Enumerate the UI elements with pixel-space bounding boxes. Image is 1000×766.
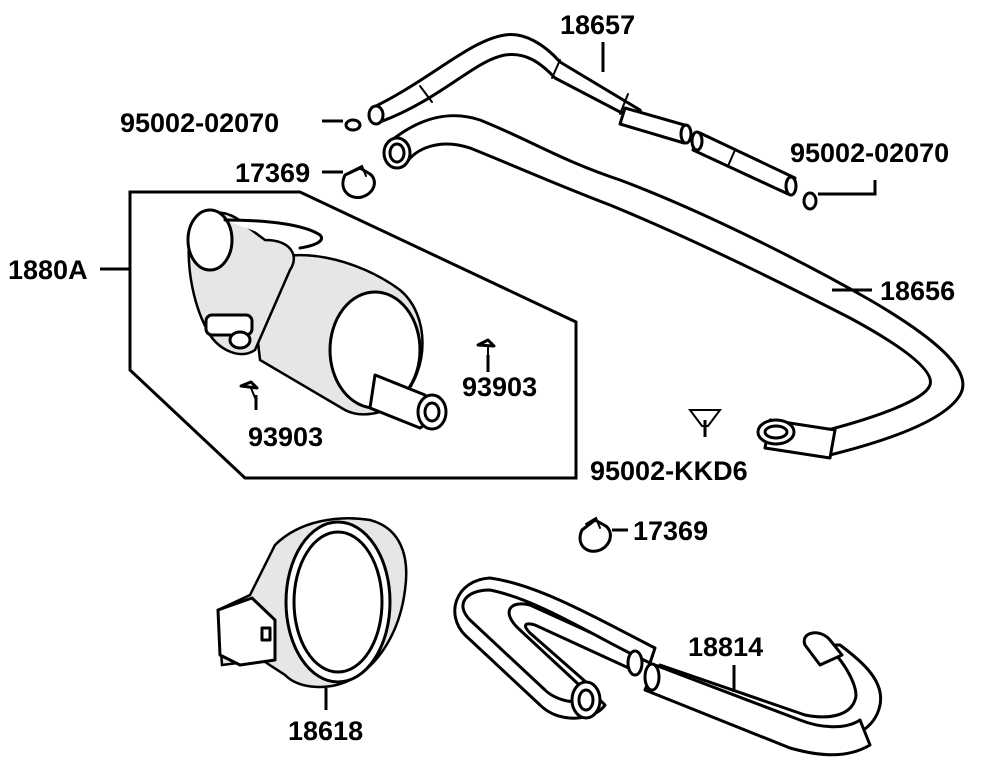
label-95002-kkd6: 95002-KKD6 bbox=[590, 456, 748, 486]
label-1880A: 1880A bbox=[8, 255, 88, 285]
label-17369-upper: 17369 bbox=[235, 158, 310, 188]
screw-left bbox=[239, 380, 259, 410]
label-17369-lower: 17369 bbox=[633, 516, 708, 546]
label-93903-right: 93903 bbox=[462, 372, 537, 402]
label-18618: 18618 bbox=[288, 716, 363, 746]
clamp-lower bbox=[578, 516, 612, 553]
label-95002-02070-right: 95002-02070 bbox=[790, 138, 949, 168]
label-18657: 18657 bbox=[560, 10, 635, 40]
hose-18656 bbox=[382, 114, 965, 460]
canister bbox=[186, 208, 448, 431]
label-93903-left: 93903 bbox=[248, 422, 323, 452]
hose-18657 bbox=[367, 33, 798, 197]
leader-lines bbox=[100, 42, 877, 710]
clamp-upper bbox=[341, 164, 376, 200]
labels: 18657 95002-02070 17369 95002-02070 1880… bbox=[8, 10, 955, 746]
label-95002-02070-left: 95002-02070 bbox=[120, 108, 279, 138]
clip-right bbox=[802, 191, 818, 211]
label-18814: 18814 bbox=[688, 632, 763, 662]
cap-95002-kkd6 bbox=[688, 409, 722, 437]
screw-right bbox=[476, 338, 496, 372]
label-18656: 18656 bbox=[880, 276, 955, 306]
canister-assembly-box bbox=[128, 190, 578, 480]
hose-18814 bbox=[453, 576, 883, 757]
bracket-18618 bbox=[216, 517, 408, 689]
clip-left bbox=[344, 118, 362, 132]
